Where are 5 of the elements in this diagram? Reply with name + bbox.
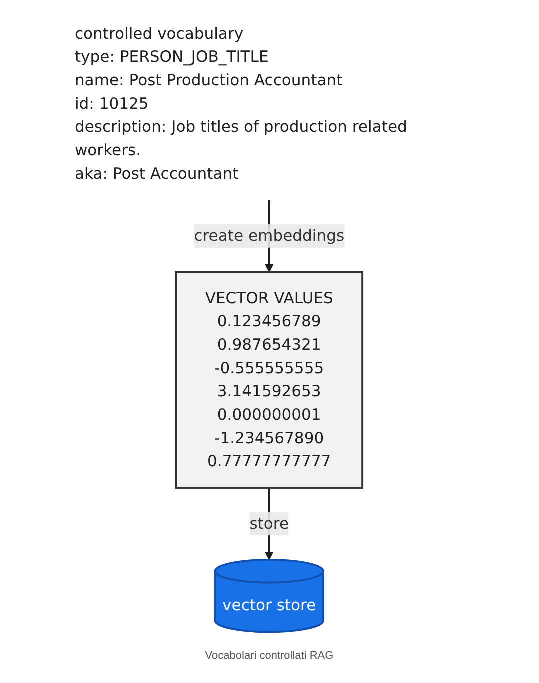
node-text: controlled vocabulary type: PERSON_JOB_TITLE name: Post Production Accountant id: 10125 description: Job titles of production related workers. aka: Post Accountant (75, 24, 408, 183)
node-box: VECTOR VALUES 0.123456789 0.987654321 -0.555555555 3.141592653 0.000000001 -1.234567890 0.77777777777 (175, 271, 364, 489)
edge-label: create embeddings (194, 226, 345, 245)
caption: Vocabolari controllati RAG (204, 650, 335, 662)
edge-label: store (250, 514, 290, 533)
